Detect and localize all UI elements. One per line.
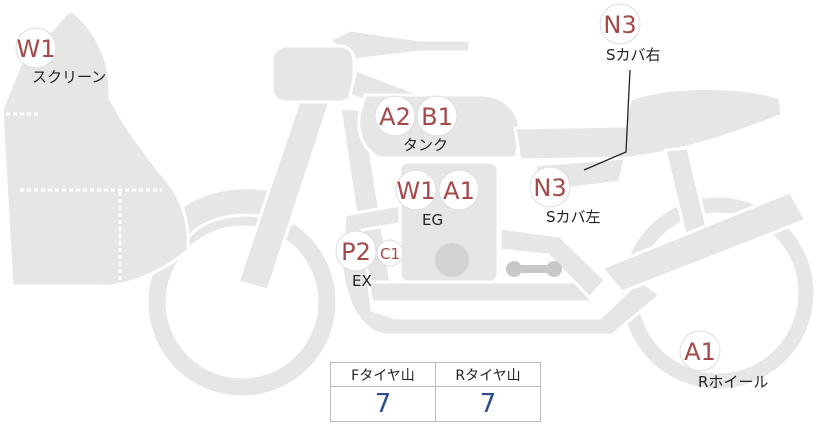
svg-text:P2: P2 (341, 238, 371, 266)
marker-w1-screen[interactable]: W1 (15, 27, 57, 69)
leader-line (583, 69, 631, 171)
label-screen: スクリーン (32, 68, 106, 86)
svg-text:W1: W1 (397, 177, 436, 205)
marker-p2-exhaust[interactable]: P2 (335, 230, 377, 272)
svg-text:C1: C1 (380, 245, 400, 263)
engine-cover (435, 243, 469, 277)
svg-text:N3: N3 (603, 11, 636, 39)
front-tread-value: 7 (330, 386, 436, 422)
rear-fender (600, 190, 808, 294)
marker-n3-left[interactable]: N3 (529, 166, 571, 208)
svg-text:A1: A1 (443, 177, 475, 205)
marker-c1-exhaust[interactable]: C1 (376, 239, 404, 267)
marker-n3-right[interactable]: N3 (599, 3, 641, 45)
footpeg (506, 261, 562, 277)
marker-a1-wheel[interactable]: A1 (679, 330, 721, 372)
seat (513, 86, 784, 162)
svg-text:N3: N3 (533, 174, 566, 202)
label-rear-wheel: Rホイール (698, 373, 768, 391)
rear-tread-header: Rタイヤ山 (435, 362, 541, 387)
handlebar (328, 28, 472, 62)
svg-text:W1: W1 (17, 35, 56, 63)
svg-text:A1: A1 (684, 338, 716, 366)
label-tank: タンク (403, 136, 448, 154)
windscreen (0, 8, 190, 288)
label-side-cover-left: Sカバ左 (546, 208, 601, 226)
label-exhaust: EX (352, 272, 372, 290)
marker-a1-engine[interactable]: A1 (438, 169, 480, 211)
tire-tread-table: Fタイヤ山 Rタイヤ山 7 7 (330, 362, 541, 422)
front-tread-header: Fタイヤ山 (330, 362, 436, 387)
marker-w1-engine[interactable]: W1 (395, 169, 437, 211)
label-engine: EG (422, 211, 443, 229)
marker-a2-tank[interactable]: A2 (374, 95, 416, 137)
rear-tread-value: 7 (435, 386, 541, 422)
label-side-cover-right: Sカバ右 (606, 46, 661, 64)
swingarm (498, 226, 607, 300)
exhaust-pipe (340, 203, 662, 337)
svg-text:A2: A2 (379, 103, 411, 131)
frame-lower (366, 280, 592, 304)
screen-panel-lines (6, 112, 162, 284)
marker-b1-tank[interactable]: B1 (416, 95, 458, 137)
front-wheel-hub (165, 225, 319, 379)
headlight (270, 44, 356, 104)
svg-text:B1: B1 (421, 103, 453, 131)
